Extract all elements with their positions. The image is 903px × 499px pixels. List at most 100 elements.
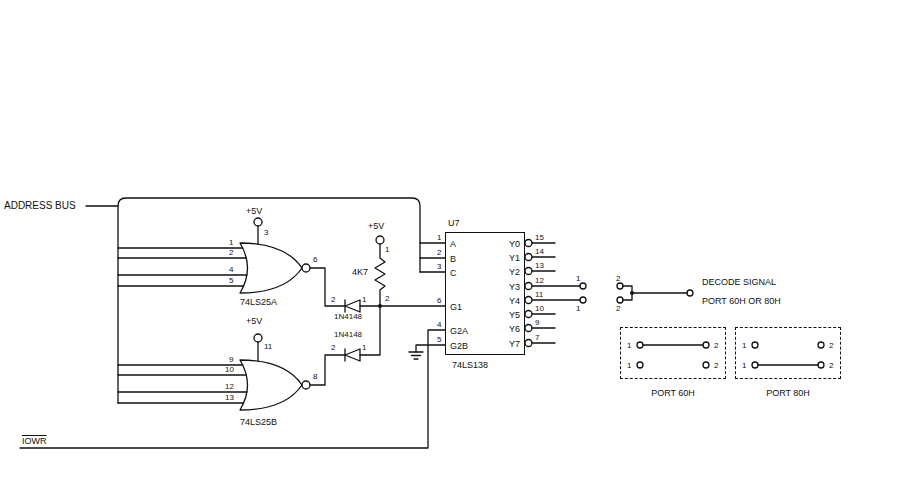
- pin-number: 2: [331, 296, 335, 304]
- pin-number: 1: [229, 239, 233, 247]
- schematic-line: [345, 300, 360, 312]
- schematic-line: [617, 297, 623, 303]
- jumper-setting: 1212PORT 80H: [735, 327, 841, 379]
- signal-label: 74LS25A: [240, 298, 277, 307]
- pin-number: 4: [437, 321, 441, 329]
- signal-label: +5V: [368, 222, 384, 231]
- pin-number: 14: [535, 248, 544, 256]
- schematic-line: [532, 270, 555, 271]
- pin-number: 1: [576, 275, 580, 283]
- pin-number: 11: [535, 291, 543, 299]
- pin-name: Y3: [509, 282, 520, 292]
- pin-number: 3: [264, 229, 268, 237]
- schematic-line: [416, 345, 445, 352]
- schematic-line: [525, 325, 532, 332]
- schematic-line: [118, 198, 420, 403]
- signal-label: DECODE SIGNAL: [702, 278, 776, 287]
- pin-number: 2: [616, 275, 620, 283]
- pin-number: 1: [362, 296, 366, 304]
- schematic-line: [752, 362, 758, 368]
- schematic-line: [344, 300, 345, 312]
- schematic-line: [532, 242, 555, 243]
- pin-number: 1: [362, 344, 366, 352]
- pin-name: Y5: [509, 310, 520, 320]
- signal-label: U7: [448, 219, 460, 228]
- schematic-line: [378, 304, 382, 308]
- pin-number: 13: [225, 394, 234, 402]
- pin-number: 12: [225, 383, 234, 391]
- pin-name: Y0: [509, 239, 520, 249]
- pin-number: 3: [437, 263, 441, 271]
- schematic-line: [532, 327, 555, 328]
- schematic-line: [378, 291, 634, 308]
- schematic-line: [240, 243, 302, 293]
- signal-label: 1N4148: [334, 331, 362, 339]
- schematic-line: [525, 311, 532, 318]
- pin-number: 2: [385, 295, 389, 303]
- schematic-line: [20, 198, 824, 448]
- schematic-line: [302, 381, 310, 389]
- schematic-line: [525, 254, 532, 261]
- schematic-line: [643, 344, 703, 345]
- pin-number: 8: [313, 373, 317, 381]
- pin-number: 6: [313, 256, 317, 264]
- schematic-line: [118, 248, 247, 286]
- pin-number: 5: [437, 336, 441, 344]
- schematic-line: [20, 330, 445, 448]
- signal-label: 1N4148: [334, 313, 362, 321]
- pin-name: Y6: [509, 324, 520, 334]
- schematic-line: [580, 297, 586, 303]
- schematic-line: [257, 342, 258, 361]
- signal-label: 4K7: [352, 268, 368, 277]
- pin-number: 10: [225, 366, 234, 374]
- schematic-line: [532, 299, 580, 300]
- pin-name: 1: [627, 341, 631, 350]
- schematic-line: [637, 342, 643, 348]
- pin-name: 2: [714, 341, 718, 350]
- schematic-line: [302, 264, 310, 272]
- schematic-line: [525, 283, 532, 290]
- pin-number: 4: [229, 266, 233, 274]
- pin-number: 9: [229, 356, 233, 364]
- signal-label: 74LS138: [452, 361, 488, 370]
- signal-label: +5V: [246, 207, 262, 216]
- schematic-line: [310, 268, 345, 306]
- pin-number: 10: [535, 305, 544, 313]
- pin-name: 1: [742, 341, 746, 350]
- pin-number: 5: [229, 277, 233, 285]
- schematic-line: [532, 342, 555, 343]
- pin-number: 13: [535, 262, 544, 270]
- schematic-line: [532, 313, 555, 314]
- schematic-line: [623, 286, 687, 300]
- pin-number: 12: [535, 277, 544, 285]
- pin-name: 2: [829, 341, 833, 350]
- pin-name: C: [450, 268, 457, 278]
- schematic-line: [254, 218, 262, 226]
- pin-number: 15: [535, 234, 544, 242]
- signal-label: +5V: [246, 317, 262, 326]
- signal-label: ADDRESS BUS: [4, 201, 76, 211]
- pin-number: 2: [437, 249, 441, 257]
- schematic-line: [580, 283, 586, 289]
- schematic-line: [630, 291, 634, 295]
- schematic-line: [758, 364, 818, 365]
- pin-number: 2: [616, 305, 620, 313]
- pin-name: 2: [714, 361, 718, 370]
- pin-number: 9: [535, 319, 539, 327]
- setting-label: PORT 60H: [621, 388, 725, 398]
- decoder-chip: ABCG1G2AG2BY0Y1Y2Y3Y4Y5Y6Y7: [445, 232, 525, 355]
- pin-name: A: [450, 239, 456, 249]
- pin-number: 1: [576, 305, 580, 313]
- jumper-setting: 1212PORT 60H: [620, 327, 726, 379]
- schematic-line: [376, 236, 384, 244]
- schematic-line: [360, 305, 445, 306]
- pin-number: 7: [535, 334, 539, 342]
- schematic-line: [257, 226, 258, 244]
- pin-number: 1: [437, 234, 441, 242]
- schematic-line: [752, 342, 758, 348]
- schematic-line: [345, 349, 360, 361]
- pin-name: Y4: [509, 296, 520, 306]
- pin-name: G2B: [450, 341, 468, 351]
- schematic-line: [703, 362, 709, 368]
